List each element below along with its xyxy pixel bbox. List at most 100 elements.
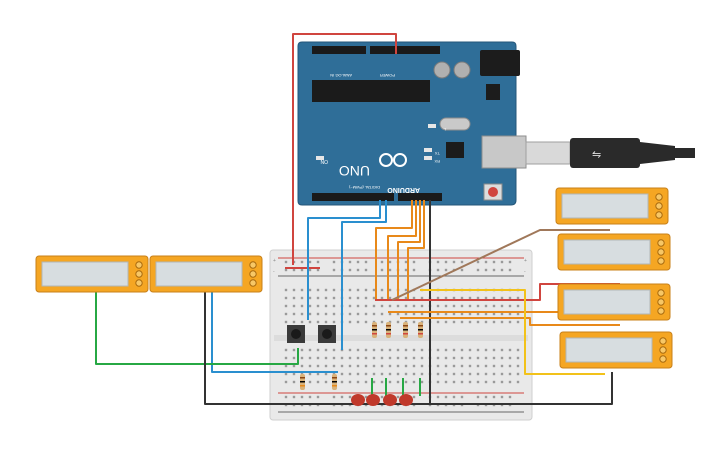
breadboard-hole[interactable] — [452, 296, 456, 300]
breadboard-hole[interactable] — [364, 268, 368, 272]
breadboard-hole[interactable] — [396, 348, 400, 352]
breadboard-hole[interactable] — [364, 356, 368, 360]
breadboard-hole[interactable] — [492, 296, 496, 300]
breadboard-hole[interactable] — [500, 304, 504, 308]
breadboard-hole[interactable] — [300, 296, 304, 300]
breadboard-hole[interactable] — [284, 395, 288, 399]
breadboard-hole[interactable] — [484, 348, 488, 352]
breadboard-hole[interactable] — [452, 304, 456, 308]
breadboard-hole[interactable] — [516, 320, 520, 324]
breadboard-hole[interactable] — [388, 348, 392, 352]
breadboard-hole[interactable] — [300, 356, 304, 360]
breadboard[interactable]: + - + - — [269, 249, 533, 421]
breadboard-hole[interactable] — [484, 372, 488, 376]
breadboard-hole[interactable] — [364, 296, 368, 300]
breadboard-hole[interactable] — [284, 356, 288, 360]
breadboard-hole[interactable] — [484, 395, 488, 399]
breadboard-hole[interactable] — [340, 356, 344, 360]
breadboard-hole[interactable] — [364, 395, 368, 399]
breadboard-hole[interactable] — [332, 304, 336, 308]
breadboard-hole[interactable] — [444, 348, 448, 352]
breadboard-hole[interactable] — [348, 296, 352, 300]
breadboard-hole[interactable] — [436, 296, 440, 300]
led[interactable] — [399, 394, 413, 406]
breadboard-hole[interactable] — [468, 356, 472, 360]
breadboard-hole[interactable] — [316, 348, 320, 352]
breadboard-hole[interactable] — [412, 268, 416, 272]
breadboard-hole[interactable] — [500, 364, 504, 368]
breadboard-hole[interactable] — [404, 364, 408, 368]
breadboard-hole[interactable] — [372, 312, 376, 316]
breadboard-hole[interactable] — [444, 268, 448, 272]
breadboard-hole[interactable] — [412, 395, 416, 399]
breadboard-hole[interactable] — [492, 260, 496, 264]
breadboard-hole[interactable] — [452, 260, 456, 264]
breadboard-hole[interactable] — [404, 296, 408, 300]
breadboard-hole[interactable] — [460, 304, 464, 308]
breadboard-hole[interactable] — [460, 380, 464, 384]
breadboard-hole[interactable] — [476, 296, 480, 300]
breadboard-hole[interactable] — [516, 296, 520, 300]
breadboard-hole[interactable] — [500, 320, 504, 324]
breadboard-hole[interactable] — [484, 312, 488, 316]
breadboard-hole[interactable] — [284, 380, 288, 384]
breadboard-hole[interactable] — [476, 312, 480, 316]
breadboard-hole[interactable] — [388, 372, 392, 376]
breadboard-hole[interactable] — [348, 312, 352, 316]
breadboard-hole[interactable] — [324, 356, 328, 360]
breadboard-hole[interactable] — [308, 260, 312, 264]
breadboard-hole[interactable] — [492, 320, 496, 324]
resistor[interactable] — [300, 374, 305, 390]
breadboard-hole[interactable] — [364, 372, 368, 376]
breadboard-hole[interactable] — [308, 304, 312, 308]
breadboard-hole[interactable] — [292, 312, 296, 316]
breadboard-hole[interactable] — [316, 380, 320, 384]
breadboard-hole[interactable] — [348, 304, 352, 308]
breadboard-hole[interactable] — [516, 372, 520, 376]
digital-header-low[interactable] — [312, 193, 394, 201]
breadboard-hole[interactable] — [500, 296, 504, 300]
breadboard-hole[interactable] — [412, 380, 416, 384]
breadboard-hole[interactable] — [284, 348, 288, 352]
breadboard-hole[interactable] — [500, 380, 504, 384]
breadboard-hole[interactable] — [388, 320, 392, 324]
display-module[interactable] — [557, 233, 671, 271]
breadboard-hole[interactable] — [316, 395, 320, 399]
breadboard-hole[interactable] — [300, 312, 304, 316]
breadboard-hole[interactable] — [292, 296, 296, 300]
breadboard-hole[interactable] — [492, 380, 496, 384]
breadboard-hole[interactable] — [404, 260, 408, 264]
breadboard-hole[interactable] — [436, 372, 440, 376]
breadboard-hole[interactable] — [404, 288, 408, 292]
breadboard-hole[interactable] — [364, 312, 368, 316]
breadboard-hole[interactable] — [484, 356, 488, 360]
breadboard-hole[interactable] — [372, 364, 376, 368]
resistors[interactable] — [300, 322, 423, 390]
breadboard-hole[interactable] — [444, 380, 448, 384]
breadboard-hole[interactable] — [300, 288, 304, 292]
led[interactable] — [351, 394, 365, 406]
breadboard-hole[interactable] — [380, 348, 384, 352]
breadboard-hole[interactable] — [460, 395, 464, 399]
usb-cable[interactable]: ⇋ — [525, 138, 695, 168]
breadboard-hole[interactable] — [436, 304, 440, 308]
breadboard-hole[interactable] — [492, 312, 496, 316]
breadboard-hole[interactable] — [468, 304, 472, 308]
breadboard-hole[interactable] — [444, 395, 448, 399]
breadboard-hole[interactable] — [380, 372, 384, 376]
breadboard-hole[interactable] — [508, 320, 512, 324]
breadboard-hole[interactable] — [380, 260, 384, 264]
breadboard-hole[interactable] — [396, 304, 400, 308]
breadboard-hole[interactable] — [364, 364, 368, 368]
breadboard-hole[interactable] — [380, 395, 384, 399]
usb-port[interactable] — [481, 135, 527, 169]
breadboard-hole[interactable] — [516, 356, 520, 360]
breadboard-hole[interactable] — [444, 320, 448, 324]
breadboard-hole[interactable] — [300, 268, 304, 272]
breadboard-hole[interactable] — [324, 348, 328, 352]
breadboard-hole[interactable] — [396, 395, 400, 399]
breadboard-hole[interactable] — [500, 356, 504, 360]
breadboard-hole[interactable] — [404, 372, 408, 376]
breadboard-hole[interactable] — [292, 356, 296, 360]
breadboard-hole[interactable] — [340, 395, 344, 399]
